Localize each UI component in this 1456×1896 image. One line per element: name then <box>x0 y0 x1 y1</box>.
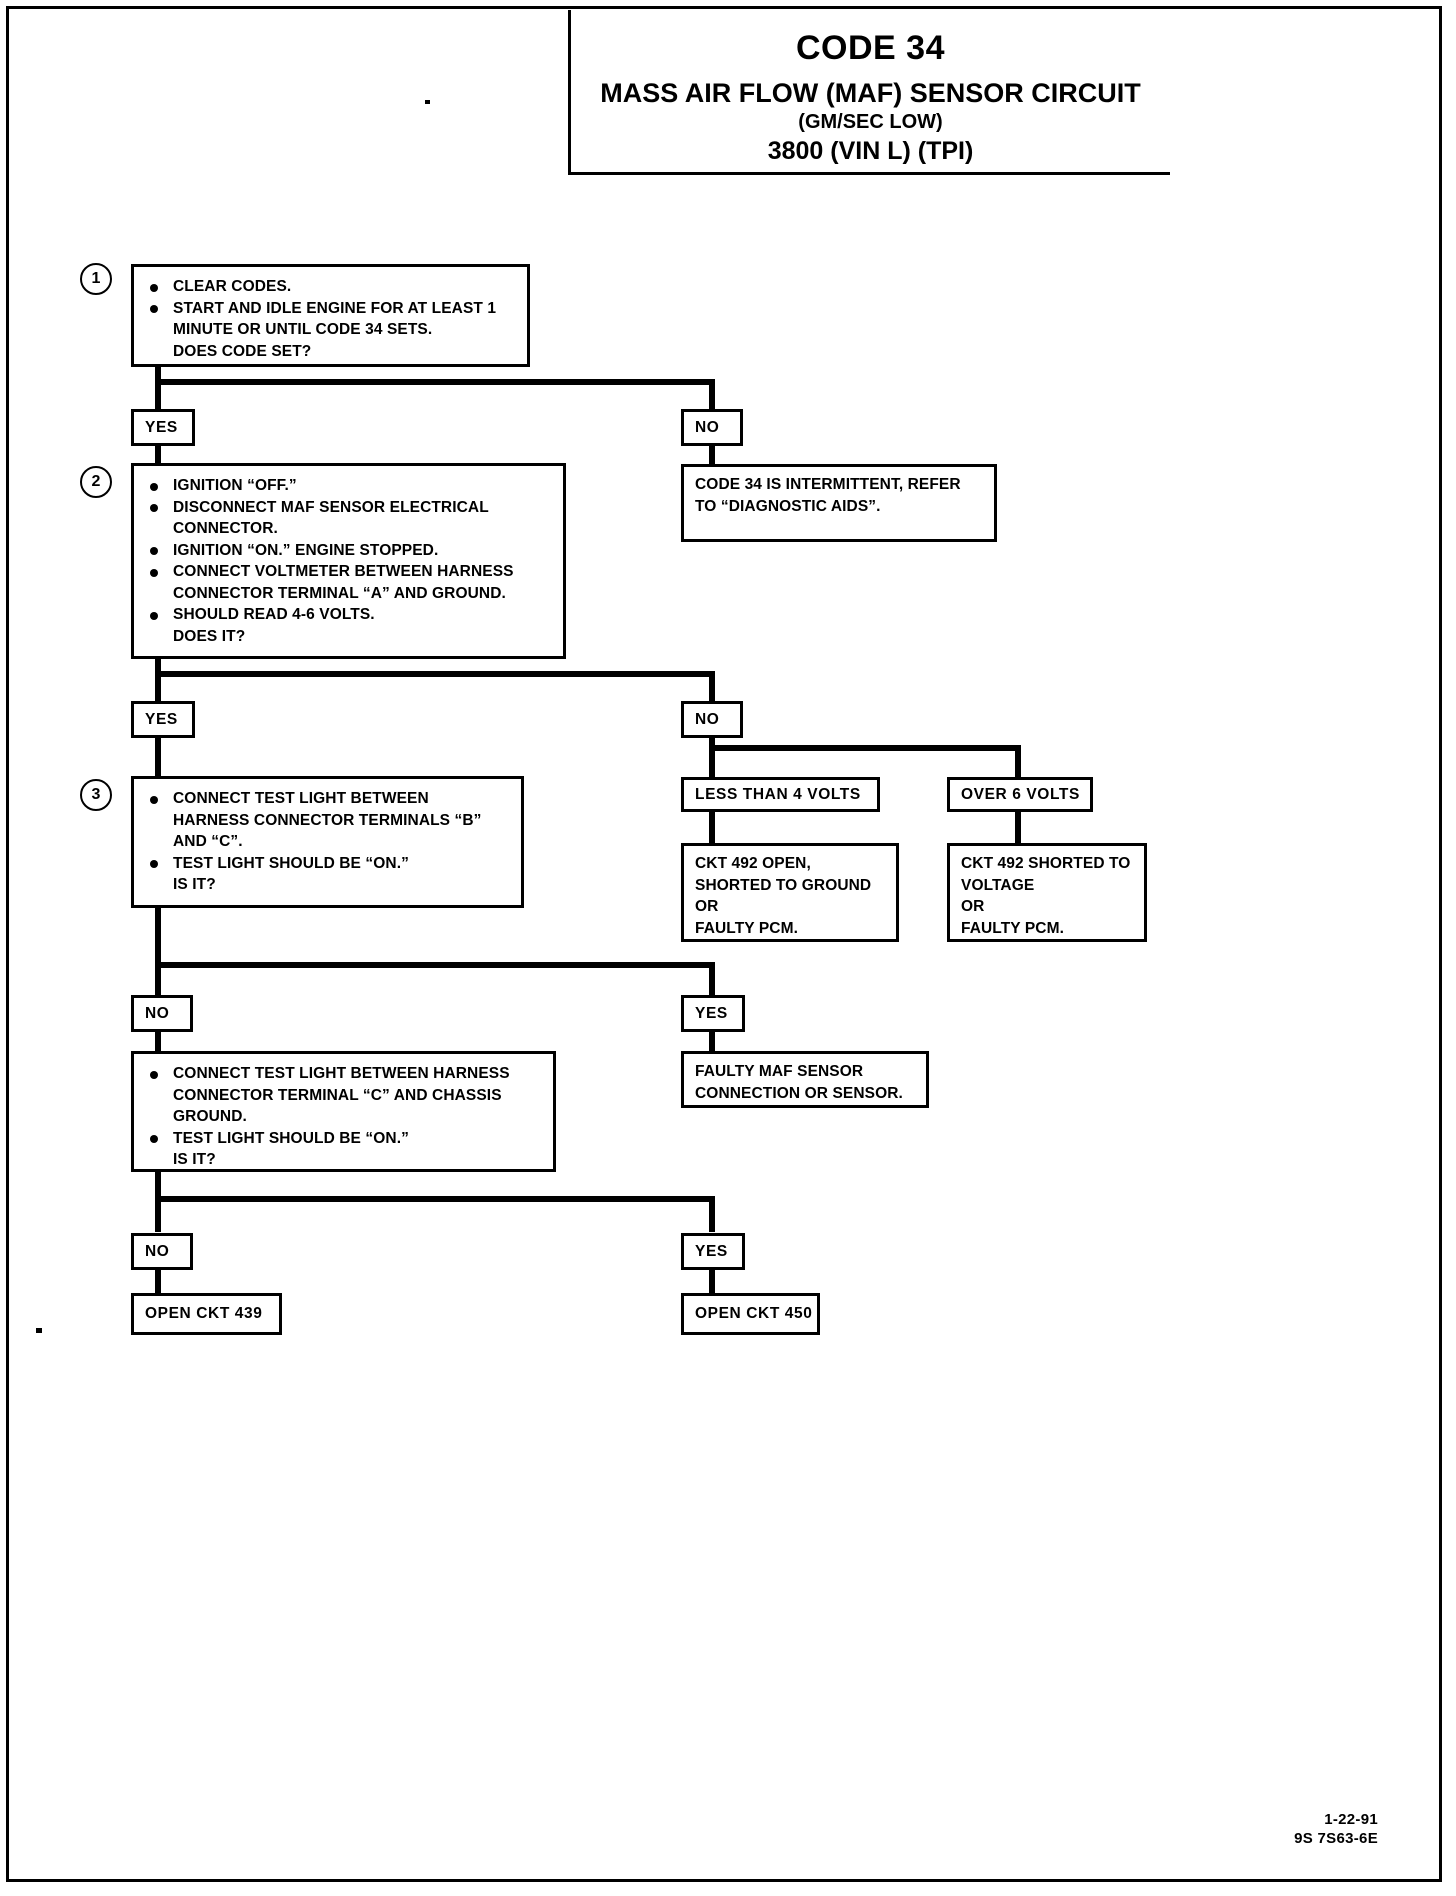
result-faulty-maf-box: FAULTY MAF SENSOR CONNECTION OR SENSOR. <box>681 1051 929 1108</box>
ckt492-shorted-line-1: CKT 492 SHORTED TO <box>961 855 1131 872</box>
answer-yes-step-4: YES <box>681 1233 745 1270</box>
connector-line <box>155 367 161 385</box>
page-speck <box>36 1328 42 1333</box>
footer-reference: 9S 7S63-6E <box>1294 1830 1378 1847</box>
connector-line <box>709 379 715 412</box>
step-3-line-1: CONNECT TEST LIGHT BETWEEN <box>146 788 511 810</box>
step-1-line-2: START AND IDLE ENGINE FOR AT LEAST 1 <box>146 298 517 320</box>
connector-line <box>709 962 715 996</box>
connector-line <box>155 1030 161 1052</box>
connector-line <box>1015 811 1021 845</box>
step-2-line-4: IGNITION “ON.” ENGINE STOPPED. <box>146 540 553 562</box>
connector-line <box>709 745 1021 751</box>
connector-line <box>155 444 161 464</box>
branch-over-6-volts: OVER 6 VOLTS <box>947 777 1093 812</box>
step-3-line-3: AND “C”. <box>173 833 243 850</box>
connector-line <box>155 908 161 968</box>
connector-line <box>709 444 715 466</box>
title-block: CODE 34 MASS AIR FLOW (MAF) SENSOR CIRCU… <box>568 10 1170 175</box>
result-ckt492-shorted-box: CKT 492 SHORTED TO VOLTAGE OR FAULTY PCM… <box>947 843 1147 942</box>
step-1-box: CLEAR CODES. START AND IDLE ENGINE FOR A… <box>131 264 530 367</box>
step-4-line-1: CONNECT TEST LIGHT BETWEEN HARNESS <box>146 1063 543 1085</box>
connector-line <box>155 379 161 412</box>
title-main: MASS AIR FLOW (MAF) SENSOR CIRCUIT <box>600 78 1141 108</box>
page-speck <box>425 100 430 104</box>
answer-yes-step-3: YES <box>681 995 745 1032</box>
step-4-box: CONNECT TEST LIGHT BETWEEN HARNESS CONNE… <box>131 1051 556 1172</box>
connector-line <box>155 671 161 704</box>
step-number-1: 1 <box>80 263 112 295</box>
answer-yes-step-2: YES <box>131 701 195 738</box>
step-1-line-4: DOES CODE SET? <box>173 342 312 360</box>
answer-no-step-4: NO <box>131 1233 193 1270</box>
connector-line <box>155 1270 161 1294</box>
step-3-box: CONNECT TEST LIGHT BETWEEN HARNESS CONNE… <box>131 776 524 908</box>
connector-line <box>155 962 715 968</box>
answer-no-step-3: NO <box>131 995 193 1032</box>
result-open-ckt-450: OPEN CKT 450 <box>681 1293 820 1335</box>
step-number-2: 2 <box>80 466 112 498</box>
footer: 1-22-91 9S 7S63-6E <box>1294 1810 1378 1848</box>
title-code: CODE 34 <box>796 29 945 67</box>
step-3-line-2: HARNESS CONNECTOR TERMINALS “B” <box>173 811 482 829</box>
connector-line <box>155 737 161 777</box>
connector-line <box>709 1196 715 1232</box>
result-intermittent-line-2: TO “DIAGNOSTIC AIDS”. <box>695 497 881 515</box>
faulty-maf-line-2: CONNECTION OR SENSOR. <box>695 1084 903 1102</box>
page-border <box>6 6 1442 1882</box>
step-1-line-1: CLEAR CODES. <box>146 276 517 298</box>
step-2-line-1: IGNITION “OFF.” <box>146 475 553 497</box>
step-3-line-5: IS IT? <box>173 876 216 893</box>
step-2-line-8: DOES IT? <box>173 627 246 645</box>
step-2-line-3: CONNECTOR. <box>173 520 278 537</box>
connector-line <box>709 1270 715 1294</box>
ckt492-open-line-1: CKT 492 OPEN, <box>695 855 811 872</box>
step-4-line-5: IS IT? <box>173 1151 216 1168</box>
step-2-line-2: DISCONNECT MAF SENSOR ELECTRICAL <box>146 497 553 519</box>
answer-no-step-2: NO <box>681 701 743 738</box>
connector-line <box>155 962 161 996</box>
ckt492-open-line-4: FAULTY PCM. <box>695 919 799 937</box>
branch-less-than-4-volts: LESS THAN 4 VOLTS <box>681 777 880 812</box>
connector-line <box>709 811 715 845</box>
ckt492-open-line-3: OR <box>695 898 719 915</box>
ckt492-open-line-2: SHORTED TO GROUND <box>695 876 872 894</box>
step-1-line-3: MINUTE OR UNTIL CODE 34 SETS. <box>173 321 433 338</box>
step-4-line-2: CONNECTOR TERMINAL “C” AND CHASSIS <box>173 1086 502 1104</box>
connector-line <box>709 1030 715 1052</box>
result-ckt492-open-box: CKT 492 OPEN, SHORTED TO GROUND OR FAULT… <box>681 843 899 942</box>
step-2-line-5: CONNECT VOLTMETER BETWEEN HARNESS <box>146 561 553 583</box>
answer-no-step-1: NO <box>681 409 743 446</box>
footer-date: 1-22-91 <box>1324 1811 1378 1828</box>
connector-line <box>155 1172 161 1202</box>
result-open-ckt-439: OPEN CKT 439 <box>131 1293 282 1335</box>
result-intermittent-line-1: CODE 34 IS INTERMITTENT, REFER <box>695 476 961 493</box>
step-4-line-3: GROUND. <box>173 1108 247 1125</box>
ckt492-shorted-line-3: OR <box>961 898 985 915</box>
step-3-line-4: TEST LIGHT SHOULD BE “ON.” <box>146 853 511 875</box>
ckt492-shorted-line-2: VOLTAGE <box>961 876 1035 894</box>
connector-line <box>155 379 715 385</box>
title-subtitle: (GM/SEC LOW) <box>798 111 943 133</box>
connector-line <box>155 671 715 677</box>
step-number-3: 3 <box>80 779 112 811</box>
answer-yes-step-1: YES <box>131 409 195 446</box>
connector-line <box>709 745 715 779</box>
step-2-box: IGNITION “OFF.” DISCONNECT MAF SENSOR EL… <box>131 463 566 659</box>
faulty-maf-line-1: FAULTY MAF SENSOR <box>695 1063 864 1080</box>
connector-line <box>709 737 715 749</box>
ckt492-shorted-line-4: FAULTY PCM. <box>961 919 1065 937</box>
step-2-line-6: CONNECTOR TERMINAL “A” AND GROUND. <box>173 584 506 602</box>
connector-line <box>1015 745 1021 779</box>
connector-line <box>155 1196 161 1232</box>
title-engine: 3800 (VIN L) (TPI) <box>767 137 974 165</box>
connector-line <box>155 1196 715 1202</box>
step-4-line-4: TEST LIGHT SHOULD BE “ON.” <box>146 1128 543 1150</box>
connector-line <box>709 671 715 704</box>
connector-line <box>155 659 161 677</box>
result-intermittent-box: CODE 34 IS INTERMITTENT, REFER TO “DIAGN… <box>681 464 997 542</box>
step-2-line-7: SHOULD READ 4-6 VOLTS. <box>146 604 553 626</box>
